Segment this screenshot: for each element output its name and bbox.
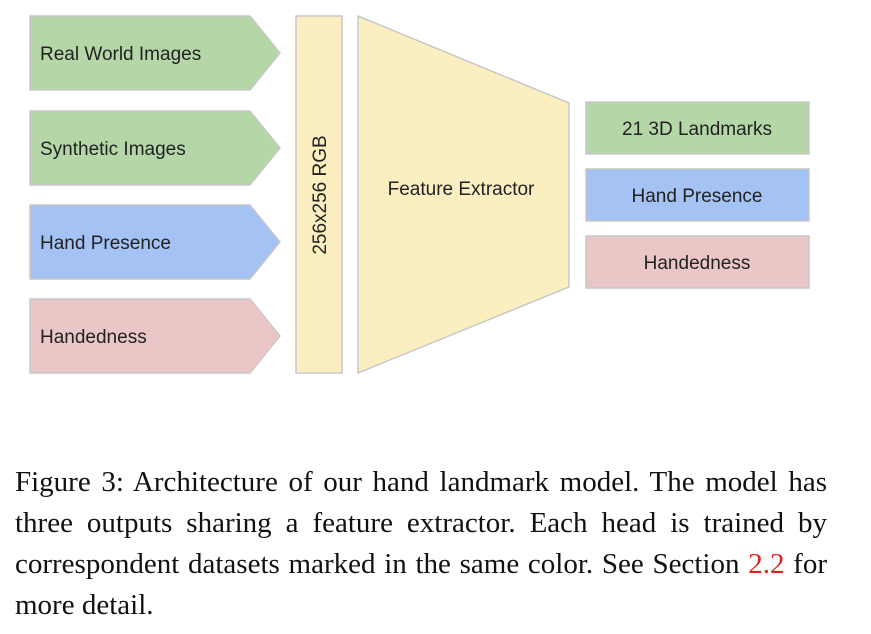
input-dataset-arrow: Real World Images (29, 15, 281, 91)
caption-text: Figure 3: Architecture of our hand landm… (15, 466, 827, 580)
input-dataset-label: Handedness (40, 327, 147, 348)
input-tensor-label: 256x256 RGB (310, 135, 331, 254)
input-tensor-bar: 256x256 RGB (295, 15, 343, 374)
input-dataset-arrow: Synthetic Images (29, 110, 281, 186)
feature-extractor-block: Feature Extractor (357, 14, 570, 375)
output-head-box: Handedness (585, 235, 810, 289)
input-dataset-label: Real World Images (40, 44, 201, 65)
input-dataset-arrow: Hand Presence (29, 204, 281, 280)
feature-extractor-label: Feature Extractor (388, 179, 535, 200)
architecture-diagram: Real World Images Synthetic Images Hand … (29, 14, 810, 375)
output-head-label: Hand Presence (632, 186, 763, 207)
section-reference-link[interactable]: 2.2 (748, 548, 785, 580)
input-dataset-label: Synthetic Images (40, 139, 186, 160)
output-head-box: Hand Presence (585, 168, 810, 222)
caption-text-end: for more detail. (15, 548, 827, 621)
input-dataset-label: Hand Presence (40, 233, 171, 254)
figure-caption: Figure 3: Architecture of our hand landm… (15, 462, 827, 626)
output-head-box: 21 3D Landmarks (585, 101, 810, 155)
output-head-label: Handedness (644, 253, 751, 274)
input-dataset-arrow: Handedness (29, 298, 281, 374)
output-head-label: 21 3D Landmarks (622, 119, 772, 140)
